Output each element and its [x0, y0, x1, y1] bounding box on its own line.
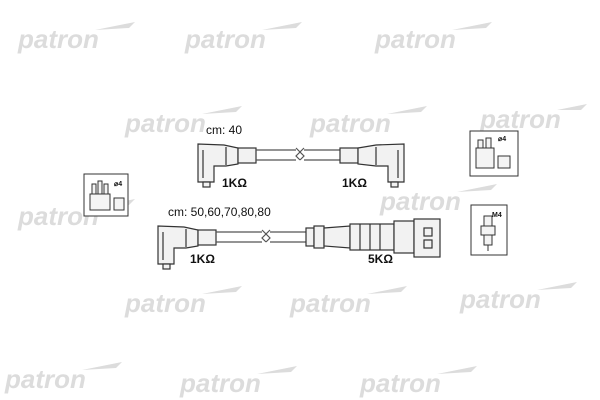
watermark: patron — [359, 366, 477, 398]
straight-boot — [305, 218, 441, 258]
svg-text:patron: patron — [4, 364, 86, 394]
watermark: patron — [17, 22, 135, 54]
svg-text:patron: patron — [459, 284, 541, 314]
lead-group-1: cm: 40 1KΩ 1KΩ — [197, 123, 405, 190]
angled-boot-right — [339, 143, 405, 188]
watermark: patron — [374, 22, 492, 54]
resistance-label: 1KΩ — [342, 176, 367, 190]
resistance-label: 1KΩ — [190, 252, 215, 266]
thread-label: M4 — [492, 212, 502, 219]
watermark: patron — [4, 362, 122, 394]
watermark-layer: patron patron patron patron patron patro… — [4, 22, 587, 398]
resistance-label: 1KΩ — [222, 176, 247, 190]
watermark: patron — [379, 184, 497, 216]
svg-text:patron: patron — [359, 368, 441, 398]
watermark: patron — [179, 366, 297, 398]
wire-segment — [216, 229, 306, 243]
lead-group-2: cm: 50,60,70,80,80 1KΩ — [157, 205, 441, 270]
angled-boot-left — [197, 143, 257, 188]
svg-text:patron: patron — [17, 24, 99, 54]
watermark: patron — [289, 286, 407, 318]
svg-text:patron: patron — [179, 368, 261, 398]
svg-text:patron: patron — [309, 108, 391, 138]
count-label: ⌀4 — [498, 136, 506, 143]
watermark: patron — [124, 286, 242, 318]
watermark: patron — [309, 106, 427, 138]
count-label: ⌀4 — [114, 181, 122, 188]
watermark: patron — [184, 22, 302, 54]
svg-text:patron: patron — [379, 186, 461, 216]
length-label: cm: 40 — [206, 123, 242, 137]
svg-text:patron: patron — [124, 108, 206, 138]
distributor-cap-icon: ⌀4 — [469, 130, 519, 177]
resistance-label: 5KΩ — [368, 252, 393, 266]
wire-segment — [256, 147, 340, 161]
spark-plug-icon: M4 — [470, 204, 508, 256]
watermark: patron — [479, 104, 587, 134]
svg-text:patron: patron — [124, 288, 206, 318]
length-label: cm: 50,60,70,80,80 — [168, 205, 271, 219]
svg-text:patron: patron — [289, 288, 371, 318]
svg-text:patron: patron — [479, 104, 561, 134]
watermark: patron — [124, 106, 242, 138]
angled-boot-left — [157, 225, 217, 270]
svg-text:patron: patron — [184, 24, 266, 54]
watermark: patron — [459, 282, 577, 314]
svg-text:patron: patron — [374, 24, 456, 54]
distributor-cap-icon: ⌀4 — [83, 173, 129, 217]
